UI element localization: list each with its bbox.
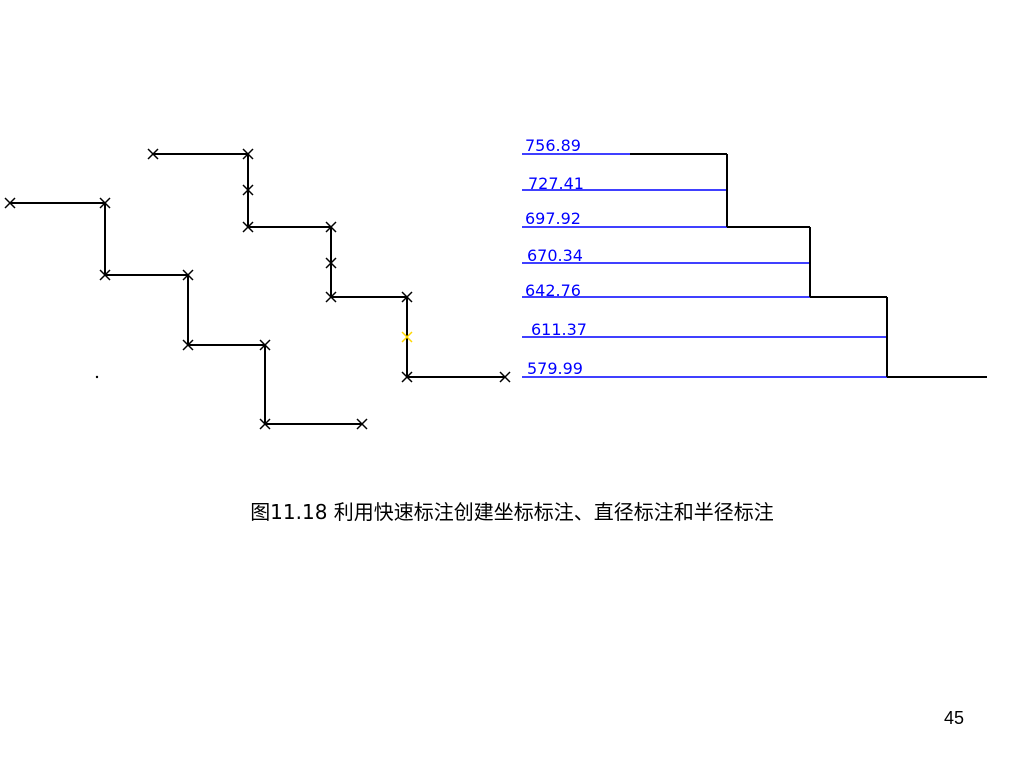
vertex-markers [4, 148, 511, 430]
vertex-marker [259, 418, 271, 430]
dimension-label: 579.99 [527, 359, 583, 378]
stray-dot [95, 375, 99, 379]
vertex-marker [325, 221, 337, 233]
vertex-marker [401, 371, 413, 383]
vertex-marker [259, 339, 271, 351]
stepped-geometry [10, 153, 505, 425]
dimension-label: 611.37 [531, 320, 587, 339]
vertex-marker [182, 269, 194, 281]
vertex-marker [242, 148, 254, 160]
vertex-marker [242, 184, 254, 196]
page-number: 45 [943, 708, 964, 728]
vertex-marker [356, 418, 368, 430]
vertex-marker [99, 197, 111, 209]
dimension-label: 670.34 [527, 246, 583, 265]
vertex-marker [401, 331, 413, 343]
vertex-marker [325, 291, 337, 303]
dimension-label: 697.92 [525, 209, 581, 228]
figure-caption: 图11.18 利用快速标注创建坐标标注、直径标注和半径标注 [250, 500, 774, 524]
vertex-marker [182, 339, 194, 351]
vertex-marker [242, 221, 254, 233]
dimension-label: 642.76 [525, 281, 581, 300]
vertex-marker [147, 148, 159, 160]
dimension-label: 756.89 [525, 136, 581, 155]
vertex-marker [4, 197, 16, 209]
vertex-marker [99, 269, 111, 281]
ordinate-dimensions: 756.89 727.41 697.92 670.34 642.76 611.3… [522, 136, 987, 378]
vertex-marker [499, 371, 511, 383]
vertex-marker [401, 291, 413, 303]
vertex-marker [325, 257, 337, 269]
dimension-label: 727.41 [528, 174, 584, 193]
lower-step-path [10, 202, 362, 425]
